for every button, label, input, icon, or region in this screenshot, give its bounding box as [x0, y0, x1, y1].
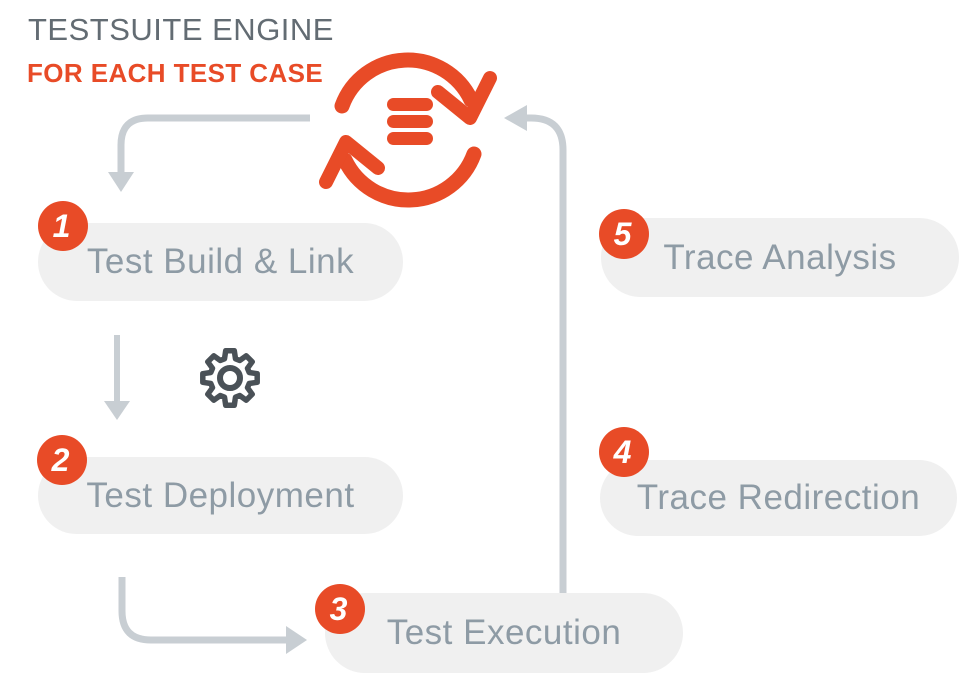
page-subtitle: FOR EACH TEST CASE — [27, 58, 324, 88]
step-label: Test Execution — [386, 613, 622, 652]
gear-icon — [200, 348, 260, 408]
arrow-step3-to-loop — [504, 105, 567, 593]
step-number-badge: 4 — [599, 427, 649, 477]
step-label: Test Build & Link — [86, 242, 355, 281]
step-pill-test-deployment: Test Deployment — [38, 457, 403, 534]
step-pill-test-execution: Test Execution — [325, 593, 683, 673]
sync-loop-icon — [319, 52, 497, 208]
step-label: Trace Redirection — [636, 478, 921, 517]
step-pill-trace-redirection: Trace Redirection — [600, 460, 957, 536]
arrow-step2-to-step3 — [118, 577, 307, 654]
step-number-badge: 3 — [315, 584, 365, 634]
step-label: Trace Analysis — [663, 237, 897, 277]
step-pill-trace-analysis: Trace Analysis — [601, 218, 959, 297]
page-title: TESTSUITE ENGINE — [28, 12, 334, 47]
step-number-badge: 5 — [599, 209, 649, 259]
step-number-badge: 2 — [37, 435, 87, 485]
arrow-step1-to-step2 — [104, 335, 130, 420]
step-label: Test Deployment — [86, 475, 355, 515]
step-pill-test-build-link: Test Build & Link — [38, 223, 403, 301]
step-number-badge: 1 — [38, 201, 88, 251]
arrow-loop-to-step1 — [108, 114, 310, 192]
